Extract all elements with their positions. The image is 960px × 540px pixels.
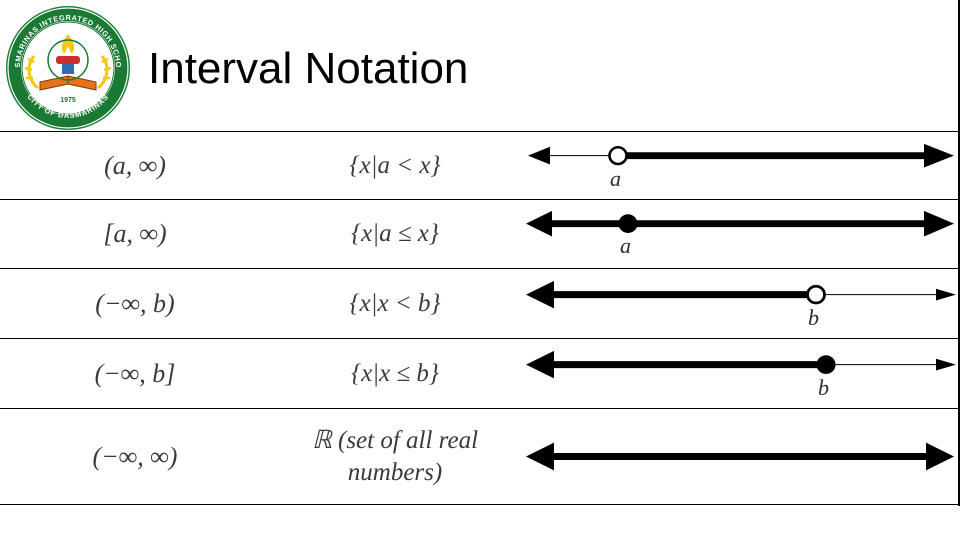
set-builder-cell: {x|x ≤ b}: [270, 358, 520, 389]
table-row: (a, ∞) {x|a < x} a: [0, 132, 960, 200]
set-builder-cell: {x|x < b}: [270, 288, 520, 319]
interval-notation-cell: [a, ∞): [103, 219, 167, 248]
set-builder-line2: numbers): [347, 458, 443, 486]
table-row: (−∞, ∞) ℝ (set of all real numbers): [0, 409, 960, 505]
set-builder-line1: {x|a ≤ x}: [351, 220, 439, 248]
set-builder-line1: {x|x < b}: [349, 289, 441, 317]
point-label-a: a: [610, 166, 621, 191]
number-line-open-right-ray: [528, 143, 954, 168]
number-line-cell: b: [520, 339, 960, 408]
point-label-b: b: [808, 305, 819, 330]
interval-notation-cell: (−∞, b): [95, 288, 175, 318]
logo-year: 1975: [60, 97, 76, 104]
interval-notation-cell: (−∞, ∞): [92, 441, 178, 471]
table-row: (−∞, b] {x|x ≤ b} b: [0, 339, 960, 409]
point-label-b: b: [818, 375, 829, 400]
interval-notation-cell: (a, ∞): [104, 150, 166, 180]
number-line-full-line: [526, 442, 954, 471]
set-builder-cell: {x|a ≤ x}: [270, 218, 520, 249]
slide-border-right-bottom: [958, 131, 960, 506]
number-line-closed-left-ray: [526, 350, 956, 379]
set-builder-line1: {x|a < x}: [349, 151, 441, 179]
number-line-cell: [520, 409, 960, 504]
point-label-a: a: [620, 233, 631, 258]
number-line-cell: a: [520, 200, 960, 268]
page-title: Interval Notation: [148, 44, 469, 93]
set-builder-cell: ℝ (set of all real numbers): [270, 425, 520, 488]
number-line-open-left-ray: [526, 280, 956, 309]
number-line-closed-right-ray: [526, 210, 954, 237]
set-builder-line1: ℝ (set of all real: [311, 427, 479, 455]
table-row: [a, ∞) {x|a ≤ x} a: [0, 200, 960, 269]
set-builder-line1: {x|x ≤ b}: [351, 359, 439, 387]
interval-notation-cell: (−∞, b]: [94, 358, 176, 388]
set-builder-cell: {x|a < x}: [270, 150, 520, 181]
number-line-cell: b: [520, 269, 960, 338]
school-logo: 1975 DASMARINAS INTEGRATED HIGH SCHOOL C…: [1, 0, 132, 132]
interval-notation-table: (a, ∞) {x|a < x} a [a, ∞) {x|a ≤ x}: [0, 131, 960, 506]
number-line-cell: a: [520, 132, 960, 199]
slide-border-right-top: [958, 0, 960, 131]
table-row: (−∞, b) {x|x < b} b: [0, 269, 960, 339]
